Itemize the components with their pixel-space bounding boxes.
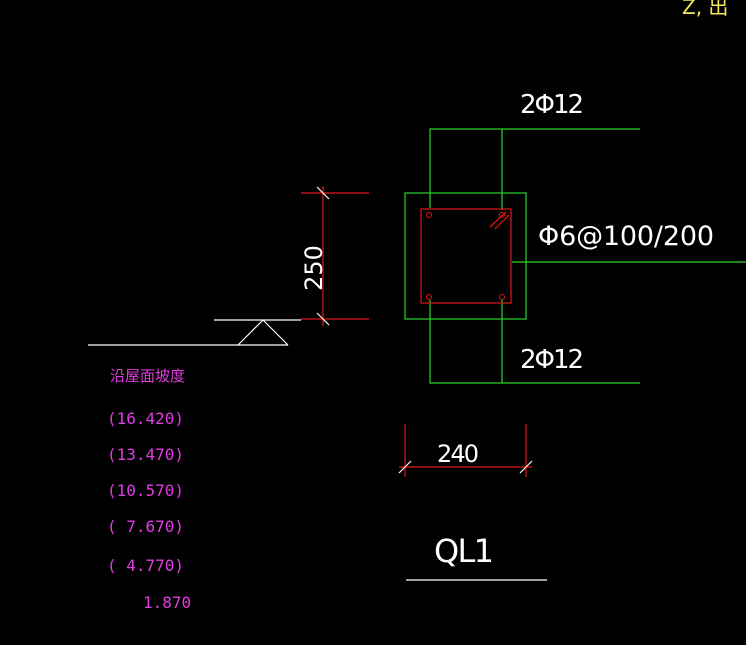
bottom-rebar-leader-left <box>429 300 640 384</box>
rebar-bottom-label: 2Φ12 <box>520 345 584 375</box>
rebar-top-right <box>499 212 505 218</box>
elevation-triangle-left <box>237 319 264 346</box>
rebar-top-left <box>426 212 432 218</box>
elevation-6: 1.870 <box>143 593 191 612</box>
rebar-bottom-right <box>499 294 505 300</box>
slope-label: 沿屋面坡度 <box>110 367 185 385</box>
top-rebar-leader-left <box>429 128 640 208</box>
elevation-2: (13.470) <box>107 445 184 464</box>
leader-lines <box>429 128 746 384</box>
rebar-bottom-left <box>426 294 432 300</box>
beam-name: QL1 <box>434 532 494 570</box>
elevation-5: ( 4.770) <box>107 556 184 575</box>
elevation-symbol <box>88 319 301 346</box>
corner-text: Z, 出 <box>682 0 728 19</box>
stirrup-label: Φ6@100/200 <box>538 221 714 252</box>
dimension-width-ticks <box>398 460 533 474</box>
dimension-height <box>301 186 369 326</box>
rebar-dots <box>426 212 505 300</box>
dimension-height-ticks <box>316 186 330 326</box>
dim-width-label: 240 <box>437 440 479 468</box>
elevation-triangle-right <box>262 319 289 346</box>
dim-height-label: 250 <box>300 245 328 291</box>
elevation-4: ( 7.670) <box>107 517 184 536</box>
elevation-1: (16.420) <box>107 409 184 428</box>
stirrup-outline <box>420 208 512 304</box>
elevation-3: (10.570) <box>107 481 184 500</box>
dimension-width <box>399 424 532 477</box>
section-outline <box>404 192 527 320</box>
stirrup-hook <box>489 211 510 230</box>
rebar-top-label: 2Φ12 <box>520 90 584 120</box>
